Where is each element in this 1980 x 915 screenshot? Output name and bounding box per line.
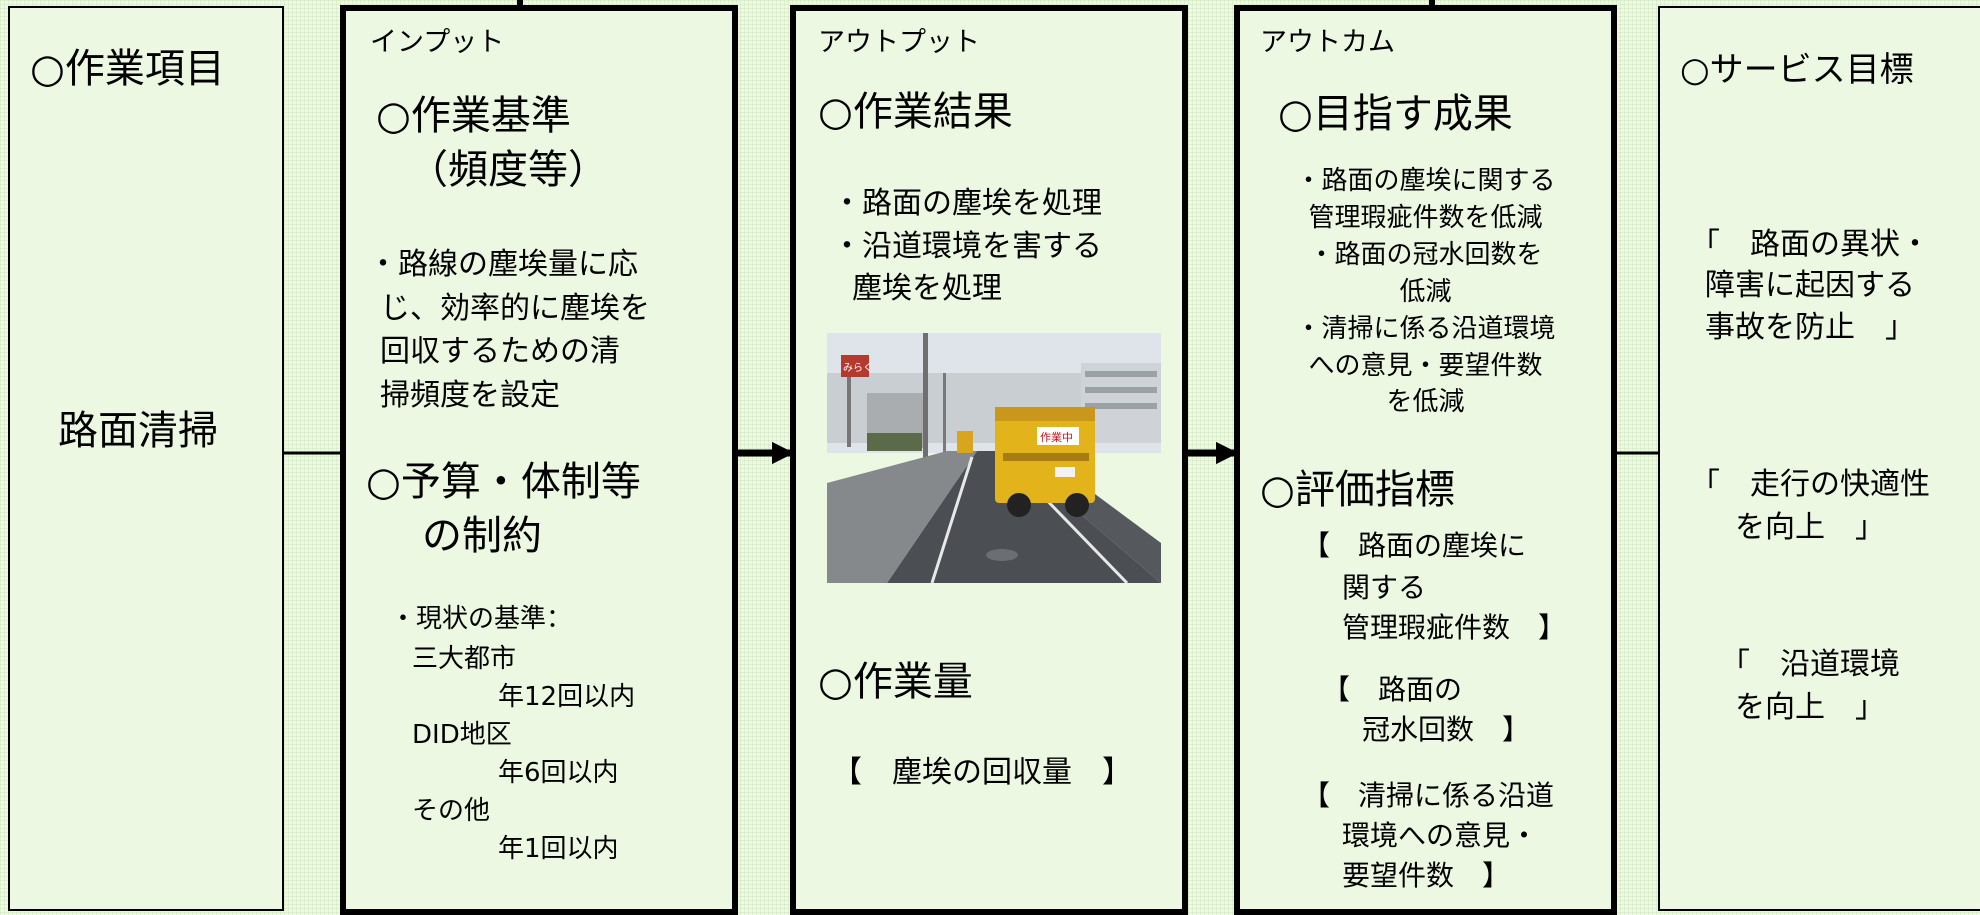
road-sweeper-photo: みらく 作業中 [827, 333, 1161, 583]
standard-text-line: 掃頻度を設定 [380, 377, 560, 413]
indicator-3-line-3: 要望件数 】 [1342, 859, 1511, 892]
city-tier-3: その他 [412, 796, 491, 826]
volume-text: 【 塵埃の回収量 】 [832, 755, 1132, 790]
service-goal-box: ○サービス目標 「 路面の異状・ 障害に起因する 事故を防止 」 「 走行の快適… [1658, 6, 1980, 911]
result-heading: ○作業結果 [818, 89, 1013, 135]
service-goal-3: 「 沿道環境 を向上 」 [1660, 644, 1960, 729]
indicator-2-line-2: 冠水回数 】 [1362, 713, 1531, 746]
city-tier-2: DID地区 [412, 720, 512, 750]
service-goal-1-line: 障害に起因する [1705, 268, 1915, 304]
indicator-1-line-2: 関する [1342, 571, 1427, 604]
goal-text-line: への意見・要望件数 [1308, 350, 1543, 381]
constraint-heading-sub: の制約 [422, 513, 542, 559]
city-tier-1-frequency: 年12回以内 [498, 682, 636, 712]
indicator-1-line-3: 管理瑕疵件数 】 [1342, 611, 1567, 644]
goal-text-line: ・路面の冠水回数を [1308, 239, 1543, 270]
result-text-line: ・沿道環境を害する [832, 228, 1102, 264]
service-goal-3-line: を向上 」 [1735, 689, 1885, 725]
service-goal-1-line: 「 路面の異状・ [1690, 227, 1930, 262]
service-goal-heading: ○サービス目標 [1680, 50, 1914, 90]
result-text-line: ・路面の塵埃を処理 [832, 186, 1102, 221]
work-item-name: 路面清掃 [58, 408, 218, 454]
standard-heading: ○作業基準 [376, 93, 571, 139]
indicator-1-line-1: 【 路面の塵埃に [1302, 529, 1527, 562]
service-goal-1-line: 事故を防止 」 [1705, 309, 1915, 345]
indicator-3-line-2: 環境への意見・ [1342, 819, 1539, 852]
indicator-3-line-1: 【 清掃に係る沿道 [1302, 779, 1555, 812]
service-goal-1: 「 路面の異状・ 障害に起因する 事故を防止 」 [1660, 224, 1960, 348]
service-goal-2-line: を向上 」 [1735, 509, 1885, 545]
standard-heading-sub: （頻度等） [408, 147, 608, 193]
output-caption: アウトプット [818, 27, 980, 58]
standard-text-line: じ、効率的に塵埃を [380, 290, 650, 326]
goal-text-line: ・路面の塵埃に関する [1295, 166, 1556, 196]
current-standard-label: ・現状の基準： [390, 604, 573, 634]
city-tier-2-frequency: 年6回以内 [498, 758, 619, 788]
goal-text-line: を低減 [1386, 387, 1465, 418]
service-goal-2-line: 「 走行の快適性 [1690, 467, 1930, 502]
standard-text-line: 回収するための清 [380, 334, 620, 369]
outcome-caption: アウトカム [1260, 27, 1395, 58]
goal-text: ・路面の塵埃に関する 管理瑕疵件数を低減 ・路面の冠水回数を 低減 ・清掃に係る… [1240, 163, 1611, 421]
input-box: インプット ○作業基準 （頻度等） ・路線の塵埃量に応 じ、効率的に塵埃を 回収… [340, 5, 738, 915]
result-text: ・路面の塵埃を処理 ・沿道環境を害する 塵埃を処理 [832, 183, 1102, 311]
indicator-2-line-1: 【 路面の [1322, 673, 1463, 706]
standard-text: ・路線の塵埃量に応 じ、効率的に塵埃を 回収するための清 掃頻度を設定 [368, 243, 650, 417]
constraint-heading: ○予算・体制等 [366, 459, 641, 505]
city-tier-3-frequency: 年1回以内 [498, 834, 619, 864]
goal-text-line: 低減 [1399, 276, 1452, 307]
service-goal-3-line: 「 沿道環境 [1720, 647, 1900, 682]
result-text-line: 塵埃を処理 [852, 271, 1002, 307]
standard-text-line: ・路線の塵埃量に応 [368, 247, 638, 282]
volume-heading: ○作業量 [818, 659, 973, 705]
shop-sign-text: みらく [843, 362, 873, 374]
outcome-box: アウトカム ○目指す成果 ・路面の塵埃に関する 管理瑕疵件数を低減 ・路面の冠水… [1234, 5, 1617, 915]
work-item-heading: ○作業項目 [30, 46, 225, 92]
truck-sign-text: 作業中 [1040, 431, 1073, 444]
goal-heading: ○目指す成果 [1278, 91, 1513, 137]
goal-text-line: ・清掃に係る沿道環境 [1295, 313, 1556, 344]
input-caption: インプット [370, 27, 505, 58]
goal-text-line: 管理瑕疵件数を低減 [1308, 202, 1543, 233]
output-box: アウトプット ○作業結果 ・路面の塵埃を処理 ・沿道環境を害する 塵埃を処理 ○… [790, 5, 1188, 915]
city-tier-1: 三大都市 [412, 644, 517, 674]
work-item-box: ○作業項目 路面清掃 [8, 6, 284, 911]
service-goal-2: 「 走行の快適性 を向上 」 [1660, 464, 1960, 549]
indicator-heading: ○評価指標 [1260, 467, 1455, 513]
